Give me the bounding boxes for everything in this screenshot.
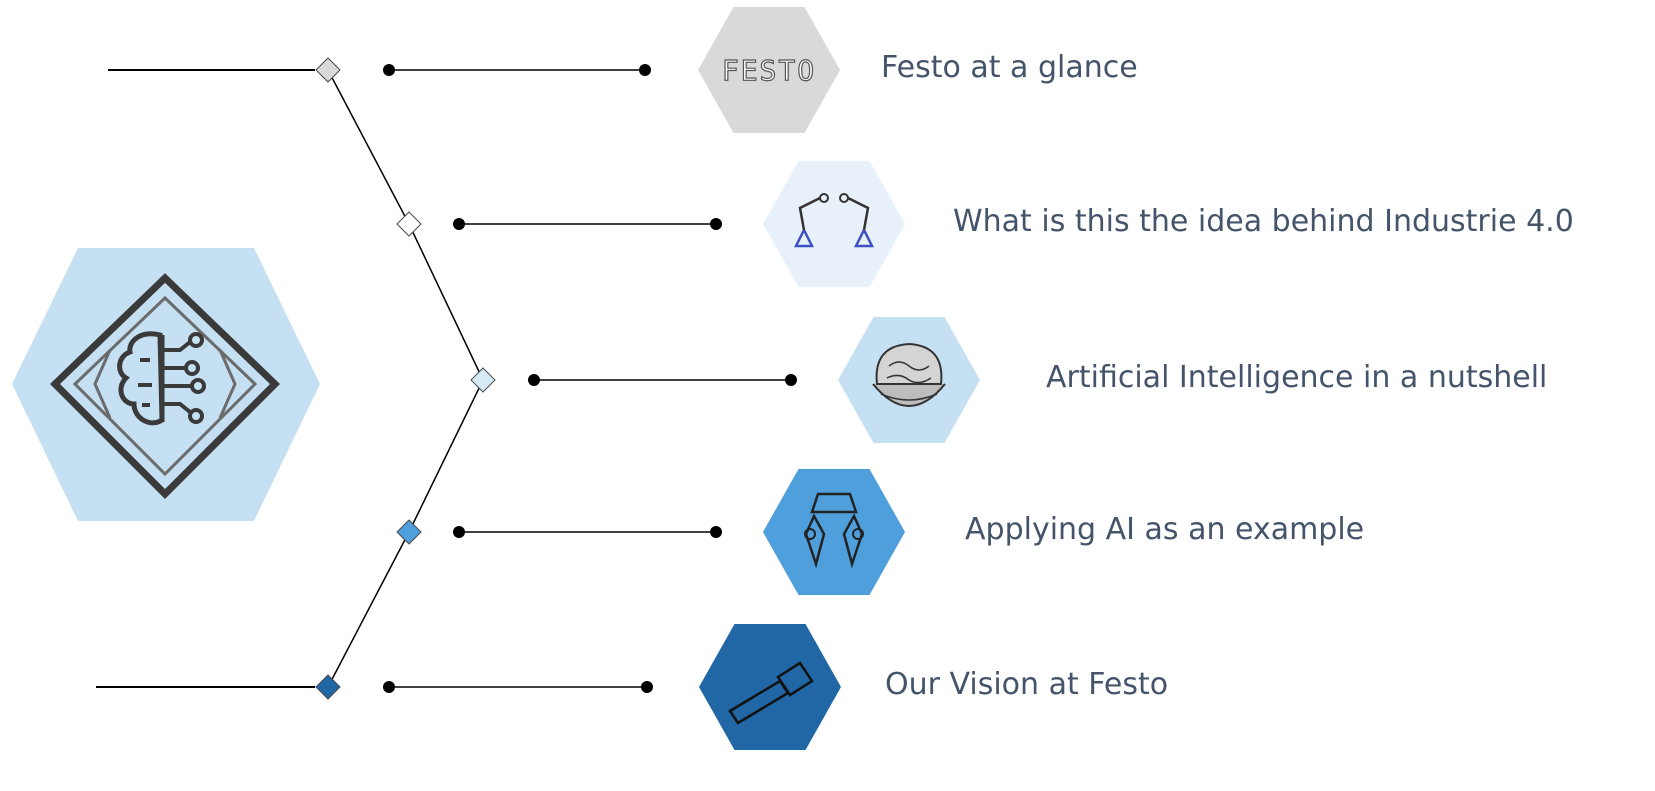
timeline-node-diamond <box>315 57 341 83</box>
connector-dot <box>453 218 465 230</box>
connector-dot <box>383 64 395 76</box>
agenda-item-label: What is this the idea behind Industrie 4… <box>953 204 1574 239</box>
connector-dot <box>383 681 395 693</box>
agenda-item-label: Applying AI as an example <box>965 512 1365 547</box>
connector-dot <box>639 64 651 76</box>
festo-logo-text: FESTO <box>722 54 816 87</box>
item-hexagon <box>763 161 905 287</box>
item-hexagon <box>763 469 905 595</box>
festo-logo-icon: FESTO <box>721 53 816 87</box>
timeline-node-diamond <box>470 367 496 393</box>
timeline-node-diamond <box>315 674 341 700</box>
item-hexagon <box>698 7 840 133</box>
agenda-item <box>396 469 905 595</box>
gripper-icon <box>804 492 864 569</box>
connector-dot <box>710 526 722 538</box>
connector-dot <box>453 526 465 538</box>
connector-dot <box>785 374 797 386</box>
connector-dot <box>641 681 653 693</box>
telescope-icon <box>728 661 814 725</box>
ai-brain-circuit-icon <box>50 273 280 499</box>
agenda-item <box>315 624 841 750</box>
agenda-item <box>470 317 980 443</box>
robot-arms-icon <box>793 193 875 248</box>
agenda-item-label: Festo at a glance <box>881 50 1138 85</box>
agenda-item-label: Artificial Intelligence in a nutshell <box>1046 360 1548 395</box>
connector-dot <box>528 374 540 386</box>
timeline-node-diamond <box>396 211 422 237</box>
connector-dot <box>710 218 722 230</box>
timeline-spine <box>327 69 484 688</box>
agenda-item <box>396 161 905 287</box>
agenda-item-label: Our Vision at Festo <box>885 667 1169 702</box>
agenda-item: FESTO <box>315 7 840 133</box>
timeline-node-diamond <box>396 519 422 545</box>
brain-in-nutshell-icon <box>872 342 946 407</box>
